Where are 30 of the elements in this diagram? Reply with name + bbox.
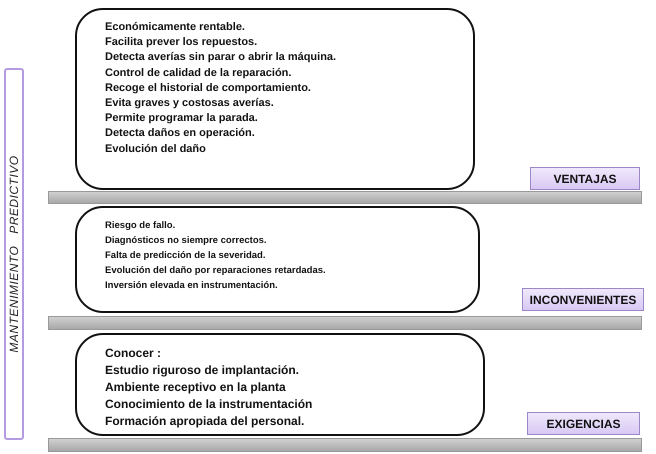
list-item-text: Evita graves y costosas averías.: [105, 96, 275, 112]
vertical-title-box: [4, 68, 24, 440]
list-item-text: Formación apropiada del personal.: [105, 413, 306, 430]
list-item-text: Recoge el historial de comportamiento.: [105, 80, 312, 96]
list-item-text: Económicamente rentable.: [105, 20, 246, 35]
list-item-text: Diagnósticos no siempre correctos.: [105, 234, 268, 248]
list-item-text: Estudio riguroso de implantación.: [105, 362, 300, 379]
list-item-text: Conocer :: [105, 345, 162, 362]
category-tab: INCONVENIENTES: [522, 288, 644, 311]
vertical-title-text: MANTENIMIENTO PREDICTIVO: [7, 155, 21, 353]
list-item-text: Inversión elevada en instrumentación.: [105, 279, 279, 293]
shelf-bar: [48, 191, 642, 204]
list-item-text: Evolución del daño: [105, 142, 207, 157]
content-box: [75, 333, 485, 436]
category-tab: EXIGENCIAS: [527, 412, 640, 435]
shelf-bar: [48, 438, 642, 452]
shelf-bar: [48, 316, 642, 330]
list-item-text: Riesgo de fallo.: [105, 219, 176, 233]
list-item-text: Detecta daños en operación.: [105, 126, 256, 142]
list-item-text: Evolución del daño por reparaciones retardadas.: [105, 264, 327, 278]
content-box: [75, 206, 480, 313]
list-item-text: Ambiente receptivo en la planta: [105, 379, 287, 396]
category-tab: VENTAJAS: [530, 167, 640, 190]
content-box: [75, 8, 475, 190]
list-item-text: Control de calidad de la reparación.: [105, 66, 292, 81]
list-item-text: Permite programar la parada.: [105, 111, 259, 126]
list-item-text: Conocimiento de la instrumentación: [105, 396, 314, 413]
list-item-text: Falta de predicción de la severidad.: [105, 249, 267, 263]
list-item-text: Facilita prever los repuestos.: [105, 35, 258, 50]
list-item-text: Detecta averías sin parar o abrir la máquina.: [105, 50, 338, 66]
